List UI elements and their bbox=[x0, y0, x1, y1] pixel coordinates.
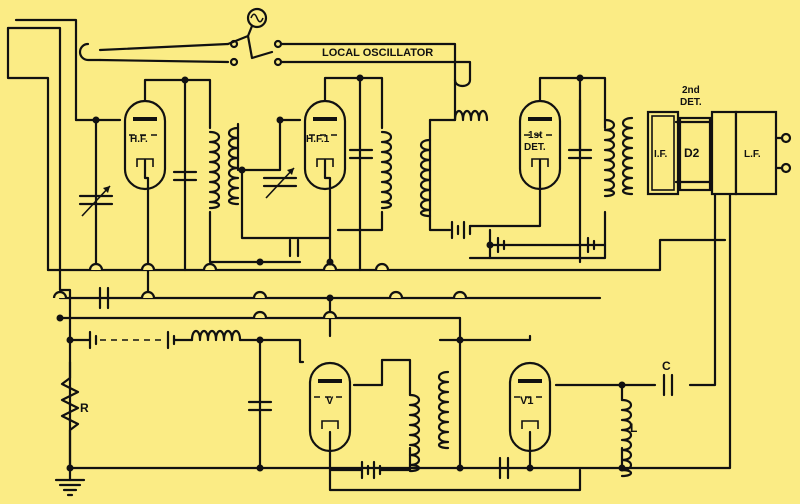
block-if: I.F. bbox=[646, 110, 680, 196]
tube-v: V bbox=[308, 361, 352, 453]
output-terminals bbox=[774, 132, 792, 174]
ac-source-icon bbox=[246, 7, 268, 38]
wiring bbox=[6, 18, 732, 492]
tube-first-det-label-b: DET. bbox=[524, 142, 546, 153]
wire-crossovers bbox=[52, 262, 468, 319]
second-det-label-b: DET. bbox=[680, 97, 702, 108]
block-lf-label: L.F. bbox=[744, 149, 761, 160]
junction-dots bbox=[56, 74, 626, 472]
tube-v1: V1 bbox=[508, 361, 552, 453]
tube-first-det: 1st DET. bbox=[518, 99, 562, 191]
local-oscillator-link bbox=[78, 34, 472, 88]
tube-v-label: V bbox=[326, 395, 334, 407]
block-if-label: I.F. bbox=[654, 149, 668, 160]
resistor-r: R bbox=[60, 360, 89, 470]
tube-hf1: H.F.1 bbox=[303, 99, 347, 191]
block-lf: L.F. bbox=[710, 110, 778, 196]
tube-hf-label: H.F. bbox=[130, 134, 148, 145]
coupling-coil bbox=[453, 109, 489, 122]
block-d2: D2 bbox=[678, 116, 712, 192]
tube-hf1-label: H.F.1 bbox=[306, 134, 330, 145]
local-oscillator-label: LOCAL OSCILLATOR bbox=[322, 47, 433, 59]
inductor-l-label: L bbox=[630, 421, 637, 435]
batteries bbox=[88, 220, 596, 480]
resistor-r-label: R bbox=[80, 401, 89, 415]
capacitor-c-label: C bbox=[662, 359, 671, 373]
tube-first-det-label-a: 1st bbox=[528, 130, 543, 141]
coils bbox=[190, 116, 634, 478]
ground-icon bbox=[54, 466, 86, 497]
block-d2-label: D2 bbox=[684, 146, 700, 160]
block-bus bbox=[674, 120, 714, 184]
tube-v1-label: V1 bbox=[520, 395, 533, 407]
tube-hf: H.F. bbox=[123, 99, 167, 191]
capacitors bbox=[78, 148, 674, 480]
second-det-label-a: 2nd bbox=[682, 85, 700, 96]
